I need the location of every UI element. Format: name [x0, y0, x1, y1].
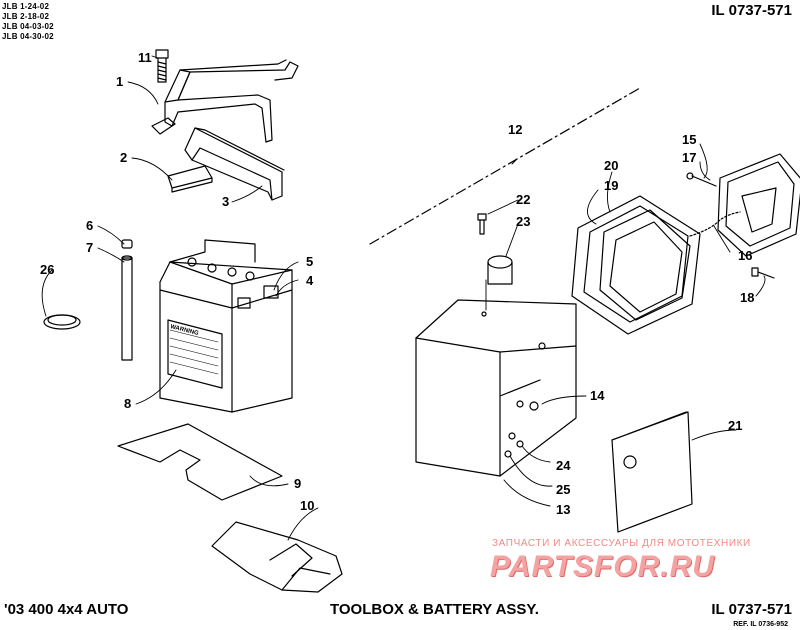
callout-17: 17	[682, 150, 696, 165]
battery-8	[159, 239, 293, 413]
panel-21	[611, 411, 693, 533]
callout-12: 12	[508, 122, 522, 137]
screw-22	[477, 213, 487, 235]
mat-9	[117, 423, 283, 501]
pad-2	[167, 165, 213, 193]
callout-7: 7	[86, 240, 93, 255]
watermark-brand: PARTSFOR.RU	[490, 550, 715, 583]
toolbox-13	[415, 299, 577, 477]
document-bag-10	[211, 521, 343, 593]
clamp-26	[43, 314, 81, 330]
reference-line-12	[369, 87, 641, 245]
callout-6: 6	[86, 218, 93, 233]
bolt-11	[155, 49, 169, 83]
callout-25: 25	[556, 482, 570, 497]
vent-cap-6	[121, 239, 133, 249]
callout-23: 23	[516, 214, 530, 229]
callout-15: 15	[682, 132, 696, 147]
callout-13: 13	[556, 502, 570, 517]
battery-strap-bracket	[151, 59, 299, 143]
reference-number: REF. IL 0736-952	[733, 621, 788, 628]
callout-21: 21	[728, 418, 742, 433]
revision-1: JLB 1-24-02	[2, 2, 50, 11]
model-name: '03 400 4x4 AUTO	[4, 601, 129, 618]
callout-14: 14	[590, 388, 605, 403]
cable-16	[689, 211, 741, 237]
callout-4: 4	[306, 273, 314, 288]
callout-9: 9	[294, 476, 301, 491]
callout-20: 20	[604, 158, 618, 173]
illustration-number-bottom: IL 0737-571	[711, 601, 792, 618]
callout-1: 1	[116, 74, 123, 89]
callout-10: 10	[300, 498, 314, 513]
revision-4: JLB 04-30-02	[2, 32, 54, 41]
callout-16: 16	[738, 248, 752, 263]
callout-5: 5	[306, 254, 313, 269]
callout-11: 11	[138, 50, 152, 65]
clip-23	[487, 255, 513, 285]
battery-label-text: WARNING	[170, 324, 200, 337]
callout-2: 2	[120, 150, 127, 165]
assembly-title: TOOLBOX & BATTERY ASSY.	[330, 601, 539, 618]
callout-24: 24	[556, 458, 571, 473]
hardware-14-24-25	[504, 401, 539, 458]
screw-18	[751, 267, 775, 279]
toolbox-cover-15	[717, 153, 800, 257]
callout-8: 8	[124, 396, 131, 411]
mounting-ring-19-20	[571, 195, 701, 335]
illustration-number-top: IL 0737-571	[711, 2, 792, 19]
callout-18: 18	[740, 290, 754, 305]
callout-3: 3	[222, 194, 229, 209]
watermark-tagline: ЗАПЧАСТИ И АКСЕССУАРЫ ДЛЯ МОТОТЕХНИКИ	[492, 538, 751, 549]
callout-19: 19	[604, 178, 618, 193]
revision-3: JLB 04-03-02	[2, 22, 54, 31]
callout-22: 22	[516, 192, 530, 207]
bracket-3	[184, 127, 285, 201]
screw-17	[686, 172, 717, 187]
leader-lines	[41, 55, 766, 541]
revision-2: JLB 2-18-02	[2, 12, 50, 21]
vent-tube-7	[121, 255, 133, 361]
callout-26: 26	[40, 262, 54, 277]
